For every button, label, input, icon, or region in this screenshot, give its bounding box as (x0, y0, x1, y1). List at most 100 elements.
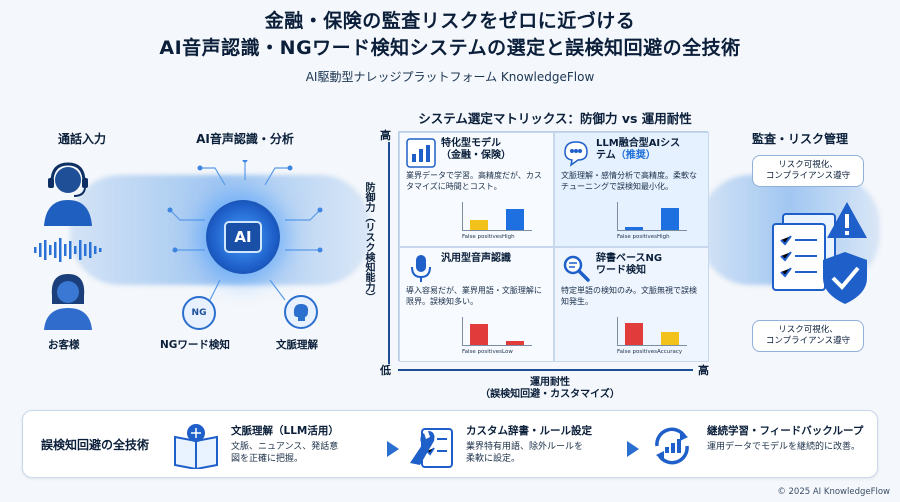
audit-header: 監査・リスク管理 (751, 132, 848, 146)
mini-chart-x-axis (462, 345, 532, 346)
audit-documents-icon (772, 202, 867, 304)
mini-chart-bar (470, 220, 488, 230)
customer-icon (44, 274, 92, 330)
selection-matrix: 特化型モデル （金融・保険） 業界データで学習。高精度だが、カスタマイズに時間と… (398, 131, 709, 362)
technique-dictionary-title: カスタム辞書・ルール設定 (466, 425, 592, 437)
mini-chart-bar (625, 323, 643, 345)
ai-header: AI音声認識・分析 (196, 132, 294, 146)
mini-chart-x-axis (617, 230, 687, 231)
mini-chart-label: High (657, 234, 670, 240)
mini-chart-label: False positives (617, 349, 657, 355)
page-title-line2: AI音声認識・NGワード検知システムの選定と誤検知回避の全技術 (159, 37, 741, 59)
quadrant-tl-desc: 業界データで学習。高精度だが、カスタマイズに時間とコスト。 (406, 171, 542, 191)
page-title-line1: 金融・保険の監査リスクをゼロに近づける (264, 10, 636, 32)
quadrant-specialized: 特化型モデル （金融・保険） 業界データで学習。高精度だが、カスタマイズに時間と… (399, 132, 554, 247)
x-axis-label: 運用耐性 （誤検知回避・カスタマイズ） (460, 377, 640, 401)
technique-dictionary-desc: 業界特有用語、除外ルールを 柔軟に設定。 (466, 441, 583, 465)
y-axis-label: 防御力（リスク検知能力） (363, 182, 374, 302)
mini-chart-bar (470, 324, 488, 345)
quadrant-br-desc: 特定単語の検知のみ。文脈無視で誤検知発生。 (561, 286, 697, 306)
quadrant-tl-title-1: 特化型モデル (441, 138, 501, 149)
y-axis-arrow (388, 142, 390, 364)
technique-context-title: 文脈理解（LLM活用） (231, 425, 339, 437)
mini-chart-label: False positives (462, 234, 502, 240)
mini-chart-bar (661, 332, 679, 345)
technique-feedback-desc: 運用データでモデルを継続的に改善。 (707, 441, 877, 453)
quadrant-bl-title-1: 汎用型音声認識 (441, 253, 511, 264)
brain-chat-icon (564, 141, 588, 167)
audio-waveform-icon (34, 238, 102, 262)
mini-chart-label: Accuracy (657, 349, 683, 355)
input-header: 通話入力 (57, 132, 106, 146)
mini-chart-label: High (502, 234, 515, 240)
technique-context-desc: 文脈、ニュアンス、発話意 図を正確に把握。 (231, 441, 338, 465)
false-positive-techniques-panel: 誤検知回避の全技術 文脈理解（LLM活用） 文脈、ニュアンス、発話意 図を正確に… (22, 410, 878, 478)
arrow-icon-1 (387, 441, 399, 457)
ai-brain-node: AI (206, 200, 280, 274)
x-axis-high: 高 (698, 364, 709, 377)
quadrant-tl-title-2: （金融・保険） (441, 150, 511, 161)
technique-feedback-desc-1: 運用データでモデルを継続的に改善。 (707, 442, 861, 452)
ng-search-icon: NG (182, 296, 216, 330)
quadrant-tr-title-2-text: テム (596, 150, 616, 161)
quadrant-tr-title-1: LLM融合型AIシス (596, 138, 681, 149)
technique-dictionary-desc-1: 業界特有用語、除外ルールを (466, 442, 584, 452)
audit-callout-top-line1: リスク可視化、 (778, 160, 838, 170)
mini-chart-y-axis (462, 202, 463, 231)
audit-callout-bottom: リスク可視化、 コンプライアンス遵守 (752, 320, 864, 352)
audit-callout-bottom-line2: コンプライアンス遵守 (765, 336, 851, 346)
quadrant-generic: 汎用型音声認識 導入容易だが、業界用語・文脈理解に限界。誤検知多い。 False… (399, 247, 554, 362)
context-label: 文脈理解 (276, 339, 318, 351)
techniques-title: 誤検知回避の全技術 (41, 438, 150, 452)
quadrant-br-title-1: 辞書ベースNG (596, 253, 663, 264)
ng-badge-text: NG (191, 308, 207, 318)
ng-word-label: NGワード検知 (160, 339, 230, 351)
quadrant-llm: LLM融合型AIシス テム（推奨） 文脈理解・感情分析で高精度。柔軟なチューニン… (554, 132, 709, 247)
x-axis-arrow (398, 369, 693, 371)
arrow-icon-2 (627, 441, 639, 457)
recommended-badge: （推奨） (615, 150, 656, 161)
feedback-loop-icon (655, 427, 689, 465)
context-brain-icon (284, 295, 318, 329)
circuit-lines (167, 160, 323, 301)
mini-chart-bar (661, 208, 679, 230)
ai-chip-icon: AI (224, 221, 262, 253)
technique-context-desc-2: 図を正確に把握。 (231, 454, 304, 464)
bar-chart-shield-icon (406, 138, 436, 168)
audit-callout-bottom-line1: リスク可視化、 (778, 325, 838, 335)
quadrant-tr-desc: 文脈理解・感情分析で高精度。柔軟なチューニングで誤検知最小化。 (561, 171, 697, 191)
header: 金融・保険の監査リスクをゼロに近づける AI音声認識・NGワード検知システムの選… (0, 8, 900, 85)
matrix-title: システム選定マトリックス：防御力 vs 運用耐性 (418, 111, 692, 126)
quadrant-tr-title-2: テム（推奨） (596, 150, 680, 162)
page-subtitle: AI駆動型ナレッジプラットフォーム KnowledgeFlow (305, 70, 595, 84)
mini-chart-label: False positives (462, 349, 502, 355)
mini-chart-y-axis (462, 317, 463, 346)
operator-headset-icon (44, 162, 92, 226)
audit-callout-top-line2: コンプライアンス遵守 (765, 171, 851, 181)
technique-context-desc-1: 文脈、ニュアンス、発話意 (231, 442, 339, 452)
copyright-footer: © 2025 AI KnowledgeFlow (777, 487, 890, 497)
mini-chart-y-axis (617, 317, 618, 346)
mini-chart-x-axis (617, 345, 687, 346)
quadrant-br-title-2: ワード検知 (596, 265, 646, 276)
mini-chart-label: False positives (617, 234, 657, 240)
mini-chart-bar (506, 209, 524, 230)
mini-chart-y-axis (617, 202, 618, 231)
technique-dictionary-desc-2: 柔軟に設定。 (466, 454, 521, 464)
microphone-icon (411, 255, 431, 282)
x-axis-label-line2: （誤検知回避・カスタマイズ） (480, 389, 620, 400)
wrench-checklist-icon (410, 428, 453, 468)
book-brain-icon (174, 424, 218, 469)
mini-chart-x-axis (462, 230, 532, 231)
magnifier-icon (563, 255, 590, 282)
audit-callout-top: リスク可視化、 コンプライアンス遵守 (752, 155, 864, 187)
x-axis-label-line1: 運用耐性 (530, 377, 570, 388)
customer-label: お客様 (48, 339, 80, 351)
quadrant-bl-desc: 導入容易だが、業界用語・文脈理解に限界。誤検知多い。 (406, 286, 542, 306)
mini-chart-bar (506, 341, 524, 345)
mini-chart-bar (625, 227, 643, 230)
